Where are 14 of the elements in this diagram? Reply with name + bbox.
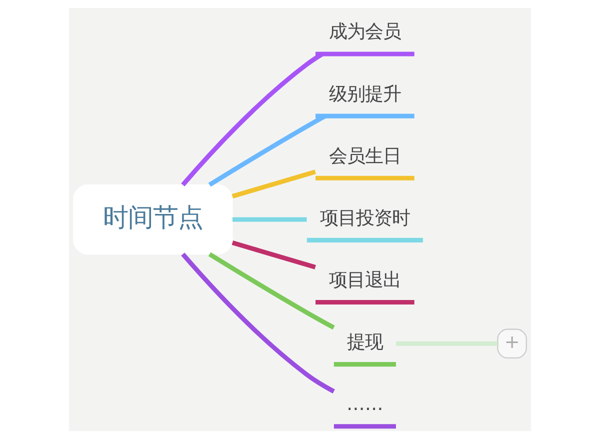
connector (232, 240, 316, 270)
connector (396, 341, 498, 346)
connector (232, 170, 316, 199)
node-text: 项目退出 (328, 270, 401, 291)
node-text: 级别提升 (328, 84, 401, 105)
node-text: 提现 (346, 332, 383, 353)
node-box: 时间节点 (73, 184, 233, 255)
node-text: 会员生日 (328, 146, 401, 167)
node-text: 成为会员 (328, 22, 401, 43)
node-text: 项目投资时 (320, 208, 410, 229)
connector (181, 252, 335, 394)
connector (208, 252, 335, 330)
node-text: …… (346, 394, 384, 416)
connector (232, 217, 307, 222)
